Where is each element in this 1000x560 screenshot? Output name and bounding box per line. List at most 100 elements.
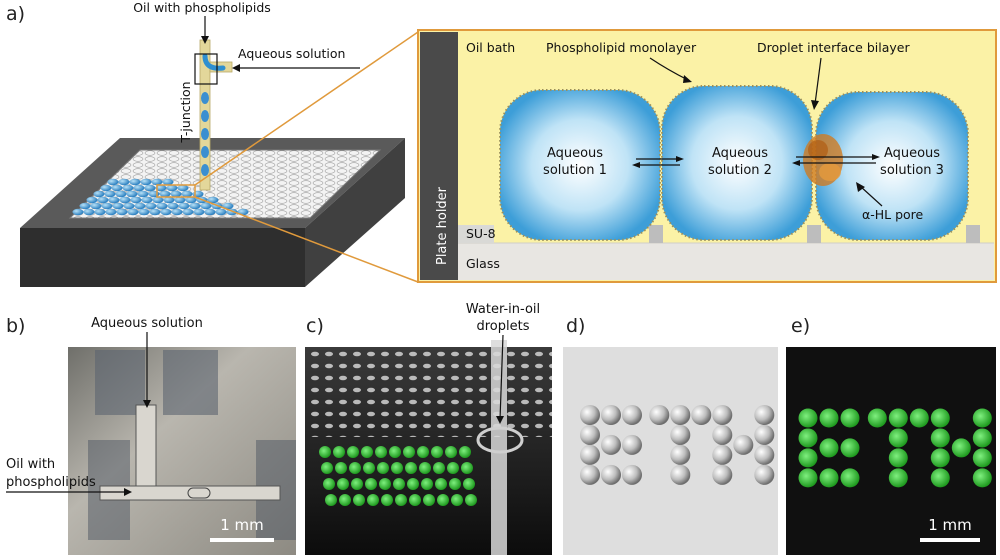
grey-droplet — [649, 405, 670, 425]
label-solution-3: solution 3 — [880, 163, 944, 178]
tray-droplet — [90, 202, 102, 210]
arrow-pore — [859, 185, 883, 207]
tray-droplet — [130, 196, 142, 204]
green-droplet — [463, 478, 475, 490]
exchange-arrow-2-3 — [796, 156, 876, 164]
tray-droplet — [181, 190, 193, 198]
green-droplet — [349, 462, 361, 474]
su8-pillar — [966, 225, 980, 243]
green-droplet — [379, 478, 391, 490]
label-aqueous-solution-b: Aqueous solution — [91, 316, 203, 331]
tray-droplet — [97, 196, 109, 204]
zoom-line-top — [194, 31, 419, 186]
droplet-3 — [815, 91, 969, 241]
tray-droplet — [104, 190, 116, 198]
green-droplet — [407, 478, 419, 490]
tray-droplet — [100, 184, 112, 192]
grey-droplet — [691, 405, 712, 425]
tray-droplet — [192, 190, 204, 198]
grey-droplet — [712, 405, 733, 425]
grey-droplet — [754, 464, 775, 485]
label-aqueous-1: Aqueous — [547, 146, 603, 161]
green-droplet — [798, 428, 818, 448]
green-droplet — [888, 408, 908, 428]
grey-droplet — [670, 424, 691, 445]
tray-droplet — [160, 208, 172, 216]
tray-droplet — [126, 190, 138, 198]
su8-layer — [458, 225, 494, 243]
tray-droplet — [111, 184, 123, 192]
green-droplet — [819, 438, 839, 458]
grey-droplet — [754, 405, 775, 425]
zoom-region — [156, 184, 196, 198]
su8-pillar — [807, 225, 821, 243]
tray-droplet — [86, 196, 98, 204]
grey-droplet — [622, 434, 642, 455]
green-droplet — [819, 408, 839, 428]
scale-bar-e-label: 1 mm — [928, 516, 972, 534]
panel-b: b) Aqueous solution Oil with phospholipi… — [6, 315, 296, 555]
tray-droplet — [189, 202, 201, 210]
green-droplet — [435, 478, 447, 490]
label-oil-with-phospholipids: Oil with phospholipids — [133, 0, 271, 15]
grey-droplet — [580, 405, 600, 425]
tray-droplet — [170, 190, 182, 198]
grey-droplet — [601, 464, 621, 485]
label-oil-with-b: Oil with — [6, 457, 55, 472]
tray-droplet — [134, 202, 146, 210]
tray-droplet — [148, 190, 160, 198]
scale-bar-b-label: 1 mm — [220, 516, 264, 534]
su8-pillar — [649, 225, 663, 243]
green-droplet — [377, 462, 389, 474]
panel-d: d) — [563, 315, 778, 555]
tray-droplet — [129, 178, 141, 186]
green-droplet — [433, 462, 445, 474]
grey-droplet — [622, 464, 642, 485]
tray-droplet — [141, 196, 153, 204]
plate-holder — [420, 32, 458, 280]
grey-droplet — [580, 444, 600, 465]
green-droplets-eth — [798, 408, 992, 488]
grey-droplet — [754, 424, 775, 445]
arrow-droplets-c — [499, 334, 504, 421]
tray-droplet — [116, 208, 128, 216]
grey-droplet — [670, 444, 691, 465]
tray-droplet — [174, 196, 186, 204]
tray-droplet — [166, 184, 178, 192]
green-droplet — [351, 478, 363, 490]
green-droplet — [417, 446, 429, 458]
tray-droplet — [159, 190, 171, 198]
tray-droplet — [178, 202, 190, 210]
scale-bar-e — [920, 538, 980, 542]
tray-droplet — [162, 178, 174, 186]
grey-droplet — [733, 434, 754, 455]
t-junction — [194, 39, 233, 191]
green-droplet — [972, 428, 992, 448]
tray-droplet — [182, 208, 194, 216]
tray-droplet — [155, 184, 167, 192]
tray-droplet — [108, 196, 120, 204]
exchange-arrow-1-2 — [636, 158, 680, 166]
tray-droplet — [207, 196, 219, 204]
scale-bar-b — [210, 538, 274, 542]
label-alpha-hl-pore: α-HL pore — [862, 207, 924, 222]
panel-b-letter: b) — [6, 315, 25, 337]
green-droplet — [798, 408, 818, 428]
tray-droplet — [115, 190, 127, 198]
tray-droplet — [167, 202, 179, 210]
tray-droplet — [107, 178, 119, 186]
green-droplet — [319, 446, 331, 458]
tray-droplet — [83, 208, 95, 216]
green-droplet — [888, 428, 908, 448]
green-droplet — [391, 462, 403, 474]
grey-droplet — [712, 444, 733, 465]
tray-droplet — [204, 208, 216, 216]
glass-layer — [458, 243, 994, 280]
grey-droplet — [670, 464, 691, 485]
label-aqueous-2: Aqueous — [712, 146, 768, 161]
green-droplet — [409, 494, 421, 506]
label-water-in-oil: Water-in-oil — [466, 302, 540, 317]
green-droplet — [405, 462, 417, 474]
green-droplet — [951, 438, 971, 458]
label-t-junction: T-junction — [178, 81, 193, 143]
